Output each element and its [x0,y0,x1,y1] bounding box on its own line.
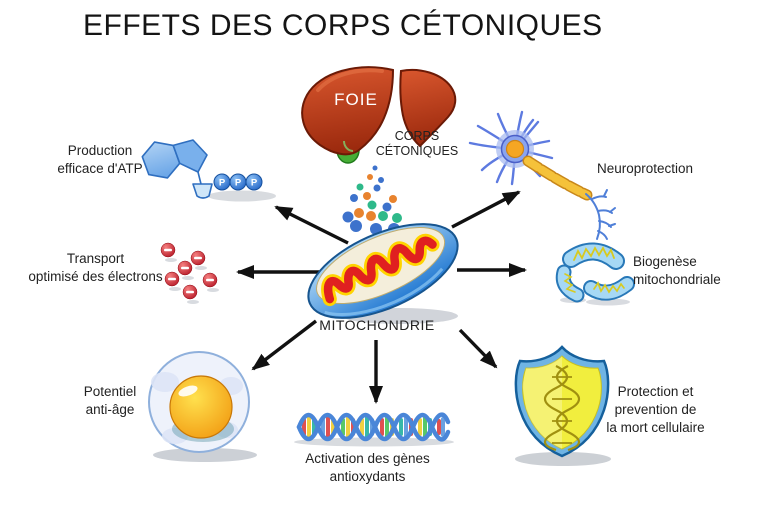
electrons-icon [160,242,219,304]
ketone-dots-icon [342,165,402,235]
label-anti-age: Potentiel anti-âge [83,384,137,417]
atp-molecule-icon: P P P [141,139,276,202]
arrow-to-neuron [451,190,521,229]
liver-label: FOIE [334,90,378,109]
label-mito-biogenesis: Biogenèse mitochondriale [633,254,721,287]
label-cell-death-protection: Protection et prevention de la mort cell… [606,384,705,435]
shield-dna-icon [514,345,611,466]
page-title: EFFETS DES CORPS CÉTONIQUES [83,9,603,42]
dna-helix-icon [294,412,454,447]
mini-mitochondria-icon [555,242,635,306]
label-atp-production: Production efficace d'ATP [57,143,143,176]
liver-icon [301,66,457,164]
mitochondrion-label: MITOCHONDRIE [319,317,435,333]
phosphate-letter: P [251,178,258,189]
arrow-to-cell-death [458,328,498,369]
phosphate-letter: P [219,178,226,189]
ketone-bodies-label: CORPS CÉTONIQUES [375,129,459,158]
arrow-to-anti-age [251,319,318,371]
neuron-icon [468,110,616,240]
egg-cell-icon [148,351,257,462]
phosphate-letter: P [235,178,242,189]
label-electron-transport: Transport optimisé des électrons [28,251,163,284]
label-neuroprotection: Neuroprotection [597,161,694,176]
arrows [236,190,527,404]
arrow-to-atp [274,205,349,245]
mitochondrion-icon [307,223,459,324]
label-gene-activation: Activation des gènes antioxydants [305,451,430,484]
